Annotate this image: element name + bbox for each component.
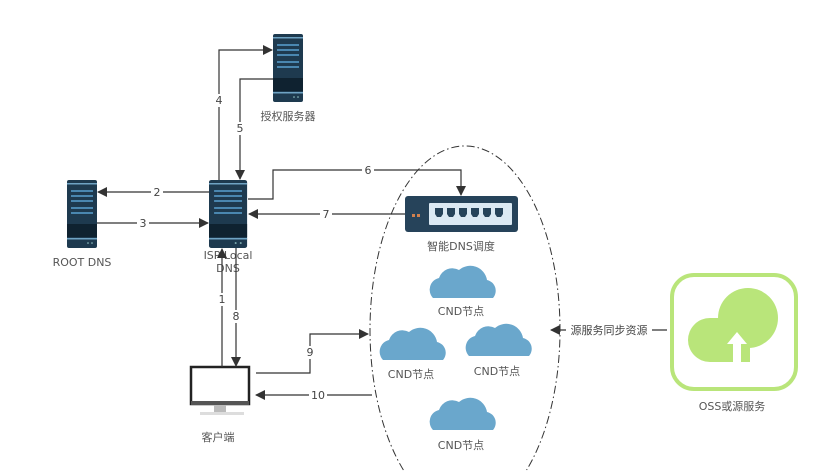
edge-6-label: 6 (365, 164, 372, 177)
edge-9-label: 9 (307, 346, 314, 359)
root-dns-server-icon[interactable] (67, 180, 97, 248)
cdn-region-ellipse (369, 145, 561, 471)
edge-7-label: 7 (323, 208, 330, 221)
isp-dns-server-icon[interactable] (209, 180, 248, 248)
edge-1-label: 1 (219, 293, 226, 306)
edge-4-label: 4 (216, 94, 223, 107)
cdn-node-label: CND节点 (438, 305, 484, 318)
client-monitor-icon[interactable] (189, 365, 251, 415)
edge-6 (248, 169, 466, 200)
cdn-node-label: CND节点 (388, 368, 434, 381)
edge-4 (218, 45, 273, 180)
cdn-node-label: CND节点 (474, 365, 520, 378)
edge-2-label: 2 (154, 186, 161, 199)
cdn-node-cloud-icon[interactable] (429, 265, 496, 298)
auth-server-icon[interactable] (273, 34, 303, 102)
cdn-node-cloud-icon[interactable] (379, 327, 446, 360)
smart-dns-label: 智能DNS调度 (427, 239, 495, 253)
smart-dns-switch-icon[interactable] (405, 196, 518, 232)
cdn-node-label: CND节点 (438, 439, 484, 452)
client-label: 客户端 (202, 430, 235, 444)
root-dns-label: ROOT DNS (53, 256, 112, 269)
oss-cloud-upload-icon[interactable] (670, 273, 798, 391)
edge-5 (235, 78, 273, 180)
isp-dns-label-line1: ISP Local (204, 249, 253, 262)
cdn-node-cloud-icon[interactable] (465, 323, 532, 356)
edge-3-label: 3 (140, 217, 147, 230)
edge-sync-label: 源服务同步资源 (571, 323, 648, 337)
edge-8-label: 8 (233, 310, 240, 323)
cdn-node-cloud-icon[interactable] (429, 397, 496, 430)
edge-5-label: 5 (237, 122, 244, 135)
oss-label: OSS或源服务 (699, 399, 766, 413)
edge-10-label: 10 (311, 389, 325, 402)
auth-server-label: 授权服务器 (261, 109, 316, 123)
